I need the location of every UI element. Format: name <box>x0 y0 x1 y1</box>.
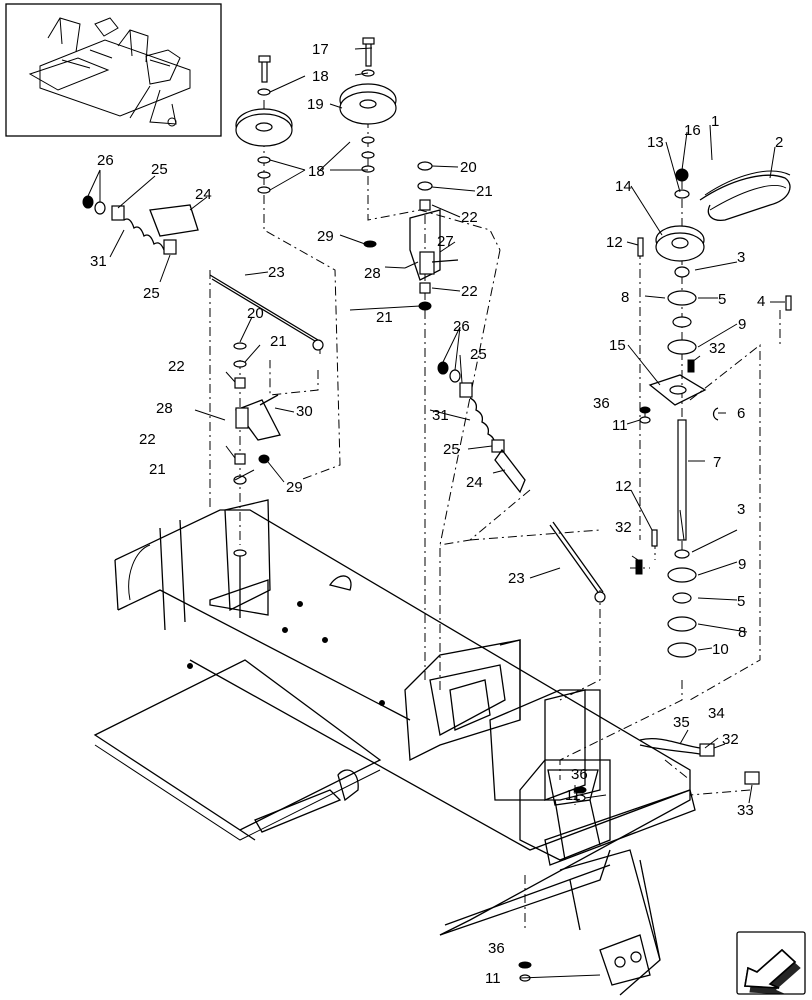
part-label: 13 <box>647 134 664 151</box>
part-label: 8 <box>738 624 746 641</box>
navigation-arrow-icon[interactable] <box>736 931 806 995</box>
part-label: 30 <box>296 403 313 420</box>
part-label: 26 <box>453 318 470 335</box>
part-label: 19 <box>307 96 324 113</box>
part-label: 9 <box>738 556 746 573</box>
part-label: 11 <box>565 787 581 804</box>
part-label: 25 <box>443 441 460 458</box>
part-label: 25 <box>470 346 487 363</box>
part-label: 22 <box>139 431 156 448</box>
part-label: 6 <box>737 405 745 422</box>
part-label: 31 <box>90 253 107 270</box>
part-label: 7 <box>713 454 721 471</box>
part-label: 29 <box>286 479 303 496</box>
part-label: 35 <box>673 714 690 731</box>
part-labels: 1 2 3 3 4 5 5 6 7 8 8 9 9 10 11 11 11 12… <box>90 41 783 987</box>
part-label: 20 <box>460 159 477 176</box>
part-label: 2 <box>775 134 783 151</box>
part-label: 32 <box>615 519 632 536</box>
part-label: 5 <box>737 593 745 610</box>
part-label: 11 <box>612 417 628 434</box>
part-label: 1 <box>711 113 719 130</box>
exploded-components <box>82 37 792 982</box>
part-label: 32 <box>709 340 726 357</box>
part-label: 36 <box>593 395 610 412</box>
part-label: 9 <box>738 316 746 333</box>
part-label: 36 <box>571 766 588 783</box>
part-label: 22 <box>461 209 478 226</box>
part-label: 36 <box>488 940 505 957</box>
part-label: 4 <box>757 293 765 310</box>
inset-overview <box>5 3 222 137</box>
part-label: 10 <box>712 641 729 658</box>
part-label: 23 <box>268 264 285 281</box>
part-label: 22 <box>168 358 185 375</box>
part-label: 27 <box>437 233 454 250</box>
part-label: 23 <box>508 570 525 587</box>
part-label: 8 <box>621 289 629 306</box>
main-frame <box>93 499 696 996</box>
part-label: 3 <box>737 249 745 266</box>
part-label: 25 <box>151 161 168 178</box>
part-label: 34 <box>708 705 725 722</box>
part-label: 28 <box>156 400 173 417</box>
part-label: 14 <box>615 178 632 195</box>
part-label: 25 <box>143 285 160 302</box>
part-label: 17 <box>312 41 329 58</box>
part-label: 26 <box>97 152 114 169</box>
part-label: 21 <box>270 333 287 350</box>
part-label: 11 <box>485 970 501 987</box>
part-label: 21 <box>149 461 166 478</box>
part-label: 24 <box>195 186 212 203</box>
part-label: 20 <box>247 305 264 322</box>
part-label: 24 <box>466 474 483 491</box>
part-label: 18 <box>312 68 329 85</box>
part-label: 18 <box>308 163 325 180</box>
part-label: 21 <box>476 183 493 200</box>
part-label: 29 <box>317 228 334 245</box>
part-label: 33 <box>737 802 754 819</box>
part-label: 15 <box>609 337 626 354</box>
part-label: 16 <box>684 122 701 139</box>
part-label: 22 <box>461 283 478 300</box>
part-label: 31 <box>432 407 449 424</box>
leader-lines <box>87 47 785 979</box>
part-label: 5 <box>718 291 726 308</box>
part-label: 21 <box>376 309 393 326</box>
part-label: 12 <box>615 478 632 495</box>
part-label: 3 <box>737 501 745 518</box>
part-label: 12 <box>606 234 623 251</box>
part-label: 32 <box>722 731 739 748</box>
part-label: 28 <box>364 265 381 282</box>
